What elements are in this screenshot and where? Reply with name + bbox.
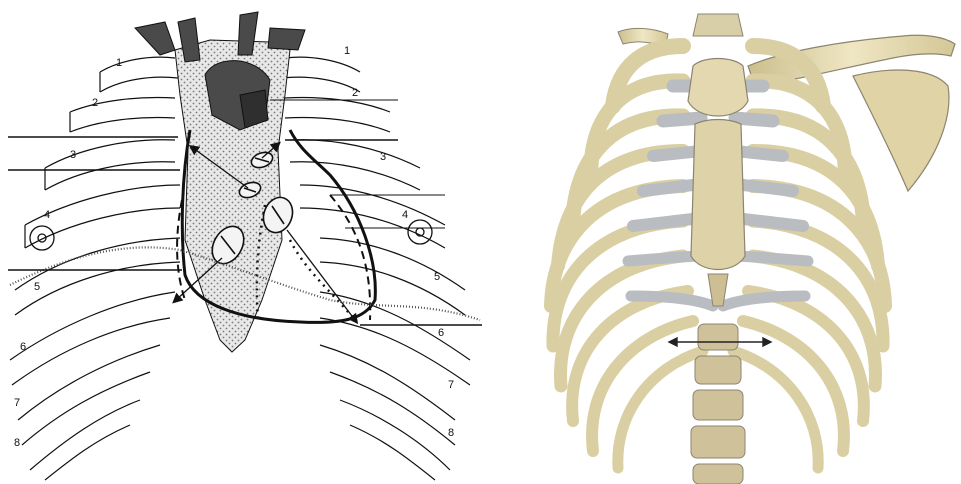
right-rib-label-2: 2 bbox=[352, 87, 358, 99]
right-rib-2 bbox=[285, 98, 390, 132]
left-rib-label-7: 7 bbox=[14, 397, 20, 409]
scapula-right bbox=[853, 70, 949, 191]
left-rib-2 bbox=[70, 98, 175, 132]
vertebral-column bbox=[691, 324, 745, 484]
rib-cage-svg bbox=[523, 6, 961, 484]
dashed-left-border bbox=[330, 195, 370, 320]
right-rib-8 bbox=[340, 400, 450, 480]
right-rib-1 bbox=[282, 57, 360, 92]
left-rib-label-1: 1 bbox=[116, 57, 122, 69]
right-rib-7 bbox=[320, 345, 455, 445]
left-rib-label-3: 3 bbox=[70, 149, 76, 161]
nipple-left bbox=[30, 226, 54, 250]
right-rib-numbers: 1 2 3 4 5 6 7 8 bbox=[344, 45, 454, 439]
left-rib-7 bbox=[18, 345, 160, 445]
sternum-body bbox=[691, 120, 745, 270]
cervical-vertebra bbox=[693, 14, 743, 36]
left-rib-label-4: 4 bbox=[44, 209, 50, 221]
left-rib-label-2: 2 bbox=[92, 97, 98, 109]
left-rib-8 bbox=[30, 400, 140, 480]
rib-cage-illustration bbox=[523, 6, 961, 484]
right-rib-label-8: 8 bbox=[448, 427, 454, 439]
sternum bbox=[688, 59, 748, 307]
left-ribs bbox=[10, 57, 180, 480]
heart-projection-diagram: 1 2 3 4 5 6 7 8 1 2 3 4 5 6 7 8 bbox=[0, 0, 490, 484]
arrow-mitral bbox=[287, 230, 355, 320]
right-rib-label-6: 6 bbox=[438, 327, 444, 339]
right-rib-label-3: 3 bbox=[380, 151, 386, 163]
right-rib-label-4: 4 bbox=[402, 209, 408, 221]
left-rib-label-6: 6 bbox=[20, 341, 26, 353]
manubrium bbox=[688, 59, 748, 117]
right-rib-label-5: 5 bbox=[434, 271, 440, 283]
left-rib-label-5: 5 bbox=[34, 281, 40, 293]
right-rib-3 bbox=[290, 140, 420, 190]
right-rib-label-1: 1 bbox=[344, 45, 350, 57]
left-rib-3 bbox=[45, 140, 175, 190]
right-rib-label-7: 7 bbox=[448, 379, 454, 391]
brachiocephalic-left bbox=[135, 22, 175, 55]
subclavian-right bbox=[268, 28, 305, 50]
left-rib-1 bbox=[100, 57, 178, 92]
left-rib-label-8: 8 bbox=[14, 437, 20, 449]
heart-projection-svg: 1 2 3 4 5 6 7 8 1 2 3 4 5 6 7 8 bbox=[0, 0, 490, 484]
nipple-right bbox=[408, 220, 432, 244]
